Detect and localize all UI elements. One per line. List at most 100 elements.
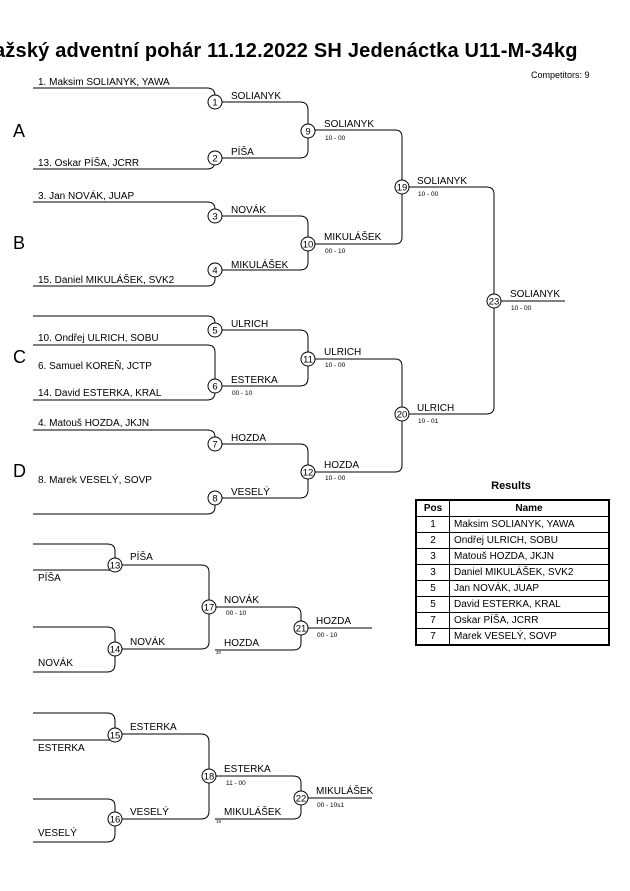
entry-name: 8. Marek VESELÝ, SOVP	[38, 473, 152, 486]
match-number: 19	[397, 183, 408, 194]
score: 10 - 00	[511, 305, 532, 312]
match-number: 23	[489, 297, 500, 308]
match-node-19: 19	[394, 179, 410, 195]
match-node-17: 17	[201, 599, 217, 615]
winner-name: HOZDA	[231, 433, 266, 444]
winner-name: HOZDA	[316, 616, 351, 627]
result-name: Jan NOVÁK, JUAP	[449, 580, 610, 597]
result-name: Oskar PÍŠA, JCRR	[449, 612, 610, 629]
score: 10 - 00	[418, 191, 439, 198]
result-pos: 5	[415, 596, 450, 613]
winner-name: SOLIANYK	[510, 289, 560, 300]
result-pos: 5	[415, 580, 450, 597]
winner-name: MIKULÁŠEK	[324, 230, 382, 243]
score: 10 - 01	[418, 418, 439, 425]
match-number: 14	[110, 645, 121, 656]
match-number: 20	[397, 410, 408, 421]
entry-name: 10. Ondřej ULRICH, SOBU	[38, 333, 159, 344]
winner-name: ESTERKA	[130, 722, 177, 733]
result-name: Marek VESELÝ, SOVP	[449, 628, 610, 646]
score: 10 - 00	[325, 362, 346, 369]
match-node-11: 11	[300, 351, 316, 367]
entry-name: 4. Matouš HOZDA, JKJN	[38, 418, 149, 429]
score: 10 - 00	[325, 135, 346, 142]
match-node-5: 5	[207, 322, 223, 338]
winner-name: MIKULÁŠEK	[231, 258, 289, 271]
match-node-16: 16	[107, 811, 123, 827]
entry-name: 6. Samuel KOREŇ, JCTP	[38, 359, 152, 372]
winner-name: ESTERKA	[231, 375, 278, 386]
match-scores: 00 - 10 10 - 00 00 - 10 10 - 00 10 - 00 …	[216, 135, 532, 824]
winner-name: VESELÝ	[231, 485, 270, 498]
match-node-12: 12	[300, 464, 316, 480]
match-number: 1	[212, 98, 217, 109]
match-number: 4	[212, 266, 217, 277]
competitors-count: Competitors: 9	[531, 70, 590, 80]
match-number: 8	[212, 494, 217, 505]
match-number: 10	[303, 240, 314, 251]
match-node-13: 13	[107, 557, 123, 573]
pool-label-d: D	[13, 461, 26, 481]
repechage-name: VESELÝ	[38, 826, 77, 839]
match-node-7: 7	[207, 436, 223, 452]
match-node-22: 22	[293, 790, 309, 806]
entry-name: 3. Jan NOVÁK, JUAP	[38, 189, 134, 202]
result-pos: 1	[415, 516, 450, 533]
winner-name: ULRICH	[324, 347, 361, 358]
match-number: 22	[296, 794, 307, 805]
winner-name: ULRICH	[231, 319, 268, 330]
match-node-8: 8	[207, 490, 223, 506]
pool-label-c: C	[13, 347, 26, 367]
score: 00 - 10	[325, 248, 346, 255]
repechage-name: ESTERKA	[38, 743, 85, 754]
small-note: 20	[216, 650, 222, 655]
match-number: 17	[204, 603, 215, 614]
result-name: Matouš HOZDA, JKJN	[449, 548, 610, 565]
results-header-row: Pos Name	[415, 499, 610, 517]
repechage-name: PÍŠA	[38, 571, 61, 584]
result-name: Daniel MIKULÁŠEK, SVK2	[449, 564, 610, 581]
pool-label-b: B	[13, 233, 26, 253]
match-number: 18	[204, 772, 215, 783]
winner-name: NOVÁK	[231, 203, 266, 216]
score: 00 - 10	[232, 390, 253, 397]
result-name: Ondřej ULRICH, SOBU	[449, 532, 610, 549]
winner-name: MIKULÁŠEK	[316, 784, 374, 797]
winner-name: MIKULÁŠEK	[224, 805, 282, 818]
entry-names: 1. Maksim SOLIANYK, YAWA 13. Oskar PÍŠA,…	[38, 77, 175, 486]
repechage-name: NOVÁK	[38, 656, 73, 669]
score: 11 - 00	[226, 780, 246, 787]
winner-name: SOLIANYK	[231, 91, 281, 102]
match-node-1: 1	[207, 94, 223, 110]
repechage-entries: PÍŠA NOVÁK ESTERKA VESELÝ	[38, 571, 85, 839]
match-number: 6	[212, 382, 217, 393]
match-number: 9	[305, 127, 310, 138]
match-node-18: 18	[201, 768, 217, 784]
tournament-title: ražský adventní pohár 11.12.2022 SH Jede…	[0, 40, 578, 62]
entry-name: 15. Daniel MIKULÁŠEK, SVK2	[38, 273, 175, 286]
name-header: Name	[449, 499, 610, 517]
match-node-23: 23	[486, 293, 502, 309]
score: 00 - 10s1	[317, 802, 344, 809]
pool-label-a: A	[13, 121, 26, 141]
pos-header: Pos	[415, 499, 450, 517]
match-node-9: 9	[300, 123, 316, 139]
match-number: 2	[212, 154, 217, 165]
match-number: 12	[303, 468, 314, 479]
match-node-2: 2	[207, 150, 223, 166]
winner-name: ESTERKA	[224, 764, 271, 775]
result-name: Maksim SOLIANYK, YAWA	[449, 516, 610, 533]
match-number: 5	[212, 326, 217, 337]
results-title: Results	[491, 480, 531, 492]
match-node-3: 3	[207, 208, 223, 224]
match-node-15: 15	[107, 727, 123, 743]
score: 00 - 10	[317, 632, 338, 639]
match-number: 15	[110, 731, 121, 742]
